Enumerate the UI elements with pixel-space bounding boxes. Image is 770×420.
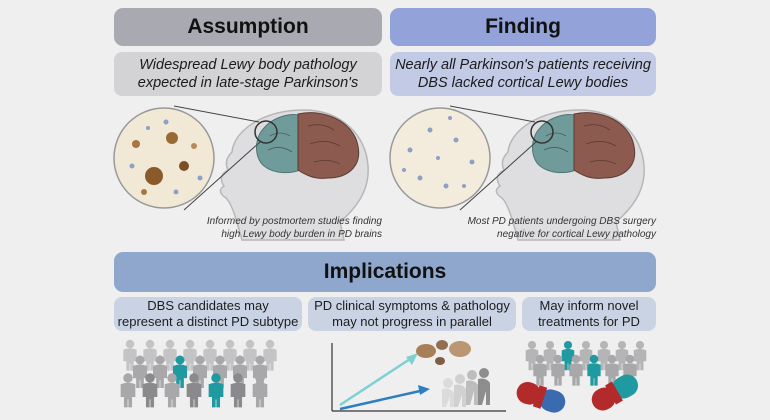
person-icon	[230, 373, 246, 408]
person-icon	[193, 355, 207, 388]
people-crowd-illustration	[120, 339, 277, 408]
finding-statement: Nearly all Parkinson's patients receivin…	[390, 52, 656, 96]
treatment-illustration	[516, 340, 647, 413]
person-icon	[120, 373, 136, 408]
person-icon	[533, 354, 547, 386]
pathology-arrow	[339, 389, 421, 411]
implication-2-line1: PD clinical symptoms & pathology	[314, 298, 510, 313]
person-icon	[163, 339, 177, 371]
person-icon	[587, 354, 601, 386]
person-icon	[133, 355, 147, 388]
person-icon	[142, 373, 158, 408]
magnify-target	[530, 120, 554, 144]
assumption-note-line1: Informed by postmortem studies finding	[206, 216, 382, 227]
person-icon	[605, 354, 619, 386]
assumption-title: Assumption	[187, 15, 309, 38]
brain-rear-brown	[573, 112, 636, 179]
implication-1-line1: DBS candidates may	[147, 298, 269, 313]
lewy-micrograph	[113, 107, 215, 209]
implication-2-line2: may not progress in parallel	[332, 314, 492, 329]
person-icon	[551, 354, 565, 386]
finding-title: Finding	[485, 15, 561, 38]
person-icon	[143, 339, 157, 371]
person-icon	[263, 339, 277, 371]
person-icon	[183, 339, 197, 371]
assumption-statement-line1: Widespread Lewy body pathology	[139, 57, 357, 73]
assumption-head-illustration	[113, 105, 369, 241]
person-icon	[633, 340, 647, 371]
walking-figures	[442, 368, 490, 407]
capsule-icon	[591, 374, 638, 411]
assumption-statement-line2: expected in late-stage Parkinson's	[137, 75, 359, 91]
finding-statement-line1: Nearly all Parkinson's patients receivin…	[395, 57, 651, 73]
person-icon	[569, 354, 583, 386]
implication-1-line2: represent a distinct PD subtype	[117, 314, 299, 329]
brain-frontal-teal	[532, 114, 577, 174]
assumption-note-line2: high Lewy body burden in PD brains	[221, 228, 382, 240]
person-icon	[186, 373, 202, 408]
finding-head-illustration	[389, 105, 645, 241]
finding-header: Finding	[390, 8, 656, 46]
implication-3-line1: May inform novel	[539, 298, 639, 313]
assumption-header: Assumption	[114, 8, 382, 46]
assumption-statement: Widespread Lewy body pathology expected …	[114, 52, 382, 96]
progression-diagram	[331, 340, 506, 412]
person-icon	[173, 355, 187, 388]
finding-statement-line2: DBS lacked cortical Lewy bodies	[417, 75, 629, 91]
finding-note-line1: Most PD patients undergoing DBS surgery	[467, 216, 656, 227]
lewy-body-blobs	[416, 340, 471, 365]
capsule-icon	[516, 381, 566, 413]
person-icon	[164, 373, 180, 408]
implication-box-2: PD clinical symptoms & pathology may not…	[308, 297, 516, 331]
finding-note-line2: negative for cortical Lewy pathology	[497, 228, 656, 240]
cell-nuclei-dots	[402, 116, 475, 189]
person-icon	[153, 355, 167, 388]
magnify-target	[254, 120, 278, 144]
person-icon	[123, 339, 137, 371]
assumption-note: Informed by postmortem studies finding h…	[196, 216, 382, 241]
person-icon	[208, 373, 224, 408]
brain-frontal-teal	[256, 114, 301, 174]
person-icon	[223, 339, 237, 371]
person-icon	[203, 339, 217, 371]
person-icon	[252, 373, 268, 408]
lewy-body-dots	[129, 119, 203, 195]
implication-box-3: May inform novel treatments for PD	[522, 297, 656, 331]
person-icon	[243, 339, 257, 371]
brain-rear-brown	[297, 112, 360, 179]
implications-title: Implications	[323, 260, 447, 283]
implication-3-line2: treatments for PD	[538, 314, 640, 329]
implication-box-1: DBS candidates may represent a distinct …	[114, 297, 302, 331]
symptoms-arrow	[339, 357, 411, 407]
implications-header: Implications	[114, 252, 656, 292]
finding-note: Most PD patients undergoing DBS surgery …	[466, 216, 656, 241]
